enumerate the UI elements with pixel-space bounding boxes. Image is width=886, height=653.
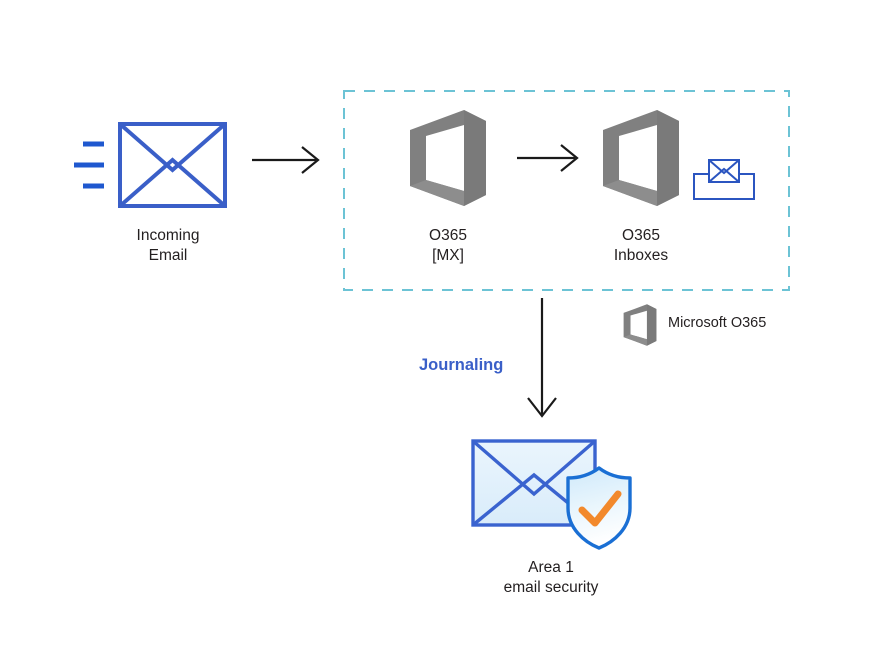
o365-inboxes-node [597,107,685,209]
check-icon [578,490,622,527]
shield-shape [566,466,632,550]
inbox-tray-icon [693,159,755,200]
arrow-right-icon [517,144,579,172]
o365-mx-node [404,107,492,209]
o365-boundary-zone [343,90,790,291]
office-365-logo-icon [410,110,486,206]
office-365-logo-icon [623,304,657,346]
o365-mx-caption-line1: O365 [429,227,467,244]
incoming-email-caption-line2: Email [148,247,188,264]
incoming-email-node [72,118,232,214]
o365-inboxes-caption-line2: Inboxes [613,247,669,264]
envelope-with-speed-lines-icon [74,122,227,208]
area1-caption-line2: email security [503,579,599,596]
o365-inboxes-caption: O365 Inboxes [561,226,721,266]
speed-lines [74,141,104,189]
o365-mx-caption-line2: [MX] [432,247,464,264]
legend-label-microsoft-o365: Microsoft O365 [668,315,767,331]
arrow-mx-to-inboxes [517,142,589,174]
incoming-email-caption-line1: Incoming [136,227,200,244]
arrow-down-icon [527,298,557,418]
legend-office-icon-wrap [620,303,660,347]
inbox-tray-node [692,157,756,203]
journaling-label: Journaling [419,356,504,374]
dashed-boundary-rect [343,90,790,291]
o365-mx-caption: O365 [MX] [368,226,528,266]
area1-caption: Area 1 email security [471,558,631,598]
area1-caption-line1: Area 1 [528,559,574,576]
envelope-shield-check-icon [471,439,632,550]
incoming-email-caption: Incoming Email [88,226,248,266]
o365-inboxes-caption-line1: O365 [622,227,660,244]
arrow-right-icon [252,146,320,174]
area1-node [468,432,634,550]
office-365-logo-icon [603,110,679,206]
envelope-shape [118,122,227,208]
arrow-inboxes-to-area1 [518,298,566,422]
arrow-incoming-to-mx [252,144,324,176]
